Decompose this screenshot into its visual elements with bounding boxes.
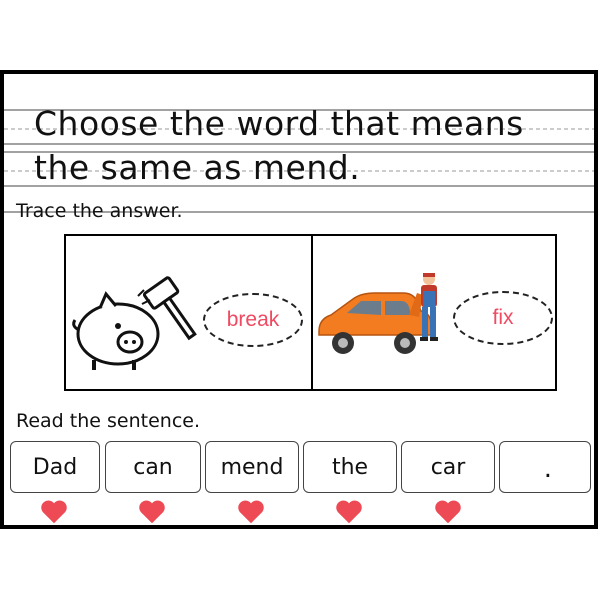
title-line-1: Choose the word that means [34, 104, 524, 143]
piggy-bank-hammer-icon [72, 276, 197, 370]
heart-icon [238, 500, 264, 524]
sentence-word-tile[interactable]: car [401, 441, 495, 493]
word-choice-fix[interactable]: fix [453, 291, 553, 345]
sentence-word-tile[interactable]: can [105, 441, 201, 493]
sentence-word-tile[interactable]: mend [205, 441, 299, 493]
heart-icon [41, 500, 67, 524]
word-choice-break[interactable]: break [203, 293, 303, 347]
sentence-period-tile[interactable]: . [499, 441, 591, 493]
panel-divider [311, 236, 313, 389]
heart-icon [336, 500, 362, 524]
word-choice-fix-label: fix [492, 306, 514, 329]
trace-instruction: Trace the answer. [16, 200, 183, 222]
worksheet-card: Choose the word that means the same as m… [0, 70, 598, 529]
handwriting-guide-lines [4, 109, 594, 213]
mechanic-car-icon [318, 273, 438, 354]
read-instruction: Read the sentence. [16, 410, 200, 432]
heart-icon [139, 500, 165, 524]
title-line-2: the same as mend. [34, 148, 361, 187]
word-choice-break-label: break [226, 308, 280, 331]
choices-panel: break fix [64, 234, 557, 391]
sentence-word-tile[interactable]: the [303, 441, 397, 493]
sentence-word-tile[interactable]: Dad [10, 441, 100, 493]
heart-icon [435, 500, 461, 524]
